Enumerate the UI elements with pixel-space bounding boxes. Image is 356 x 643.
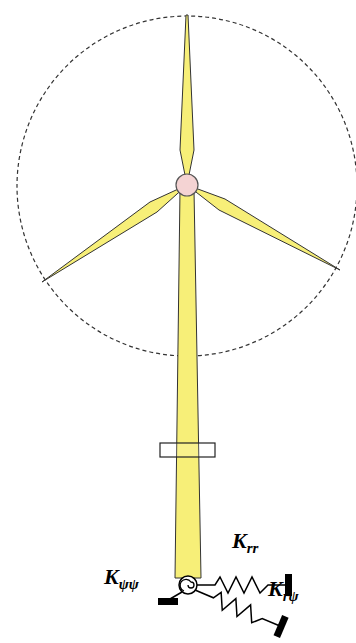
tower-flange — [160, 443, 215, 457]
hub — [176, 174, 198, 196]
blade — [187, 185, 340, 270]
blade — [180, 15, 194, 185]
rotational-spring — [158, 576, 197, 605]
stiffness-label: Krr — [232, 530, 258, 556]
spring-coil — [179, 576, 197, 594]
ground-symbol — [274, 615, 289, 638]
blade — [42, 185, 187, 282]
stiffness-label: Krψ — [268, 578, 299, 604]
spring-spiral — [180, 579, 194, 591]
ground-symbol — [158, 598, 178, 605]
spring-lead — [170, 592, 182, 599]
stiffness-label: Kψψ — [104, 566, 139, 592]
tower — [175, 190, 201, 578]
